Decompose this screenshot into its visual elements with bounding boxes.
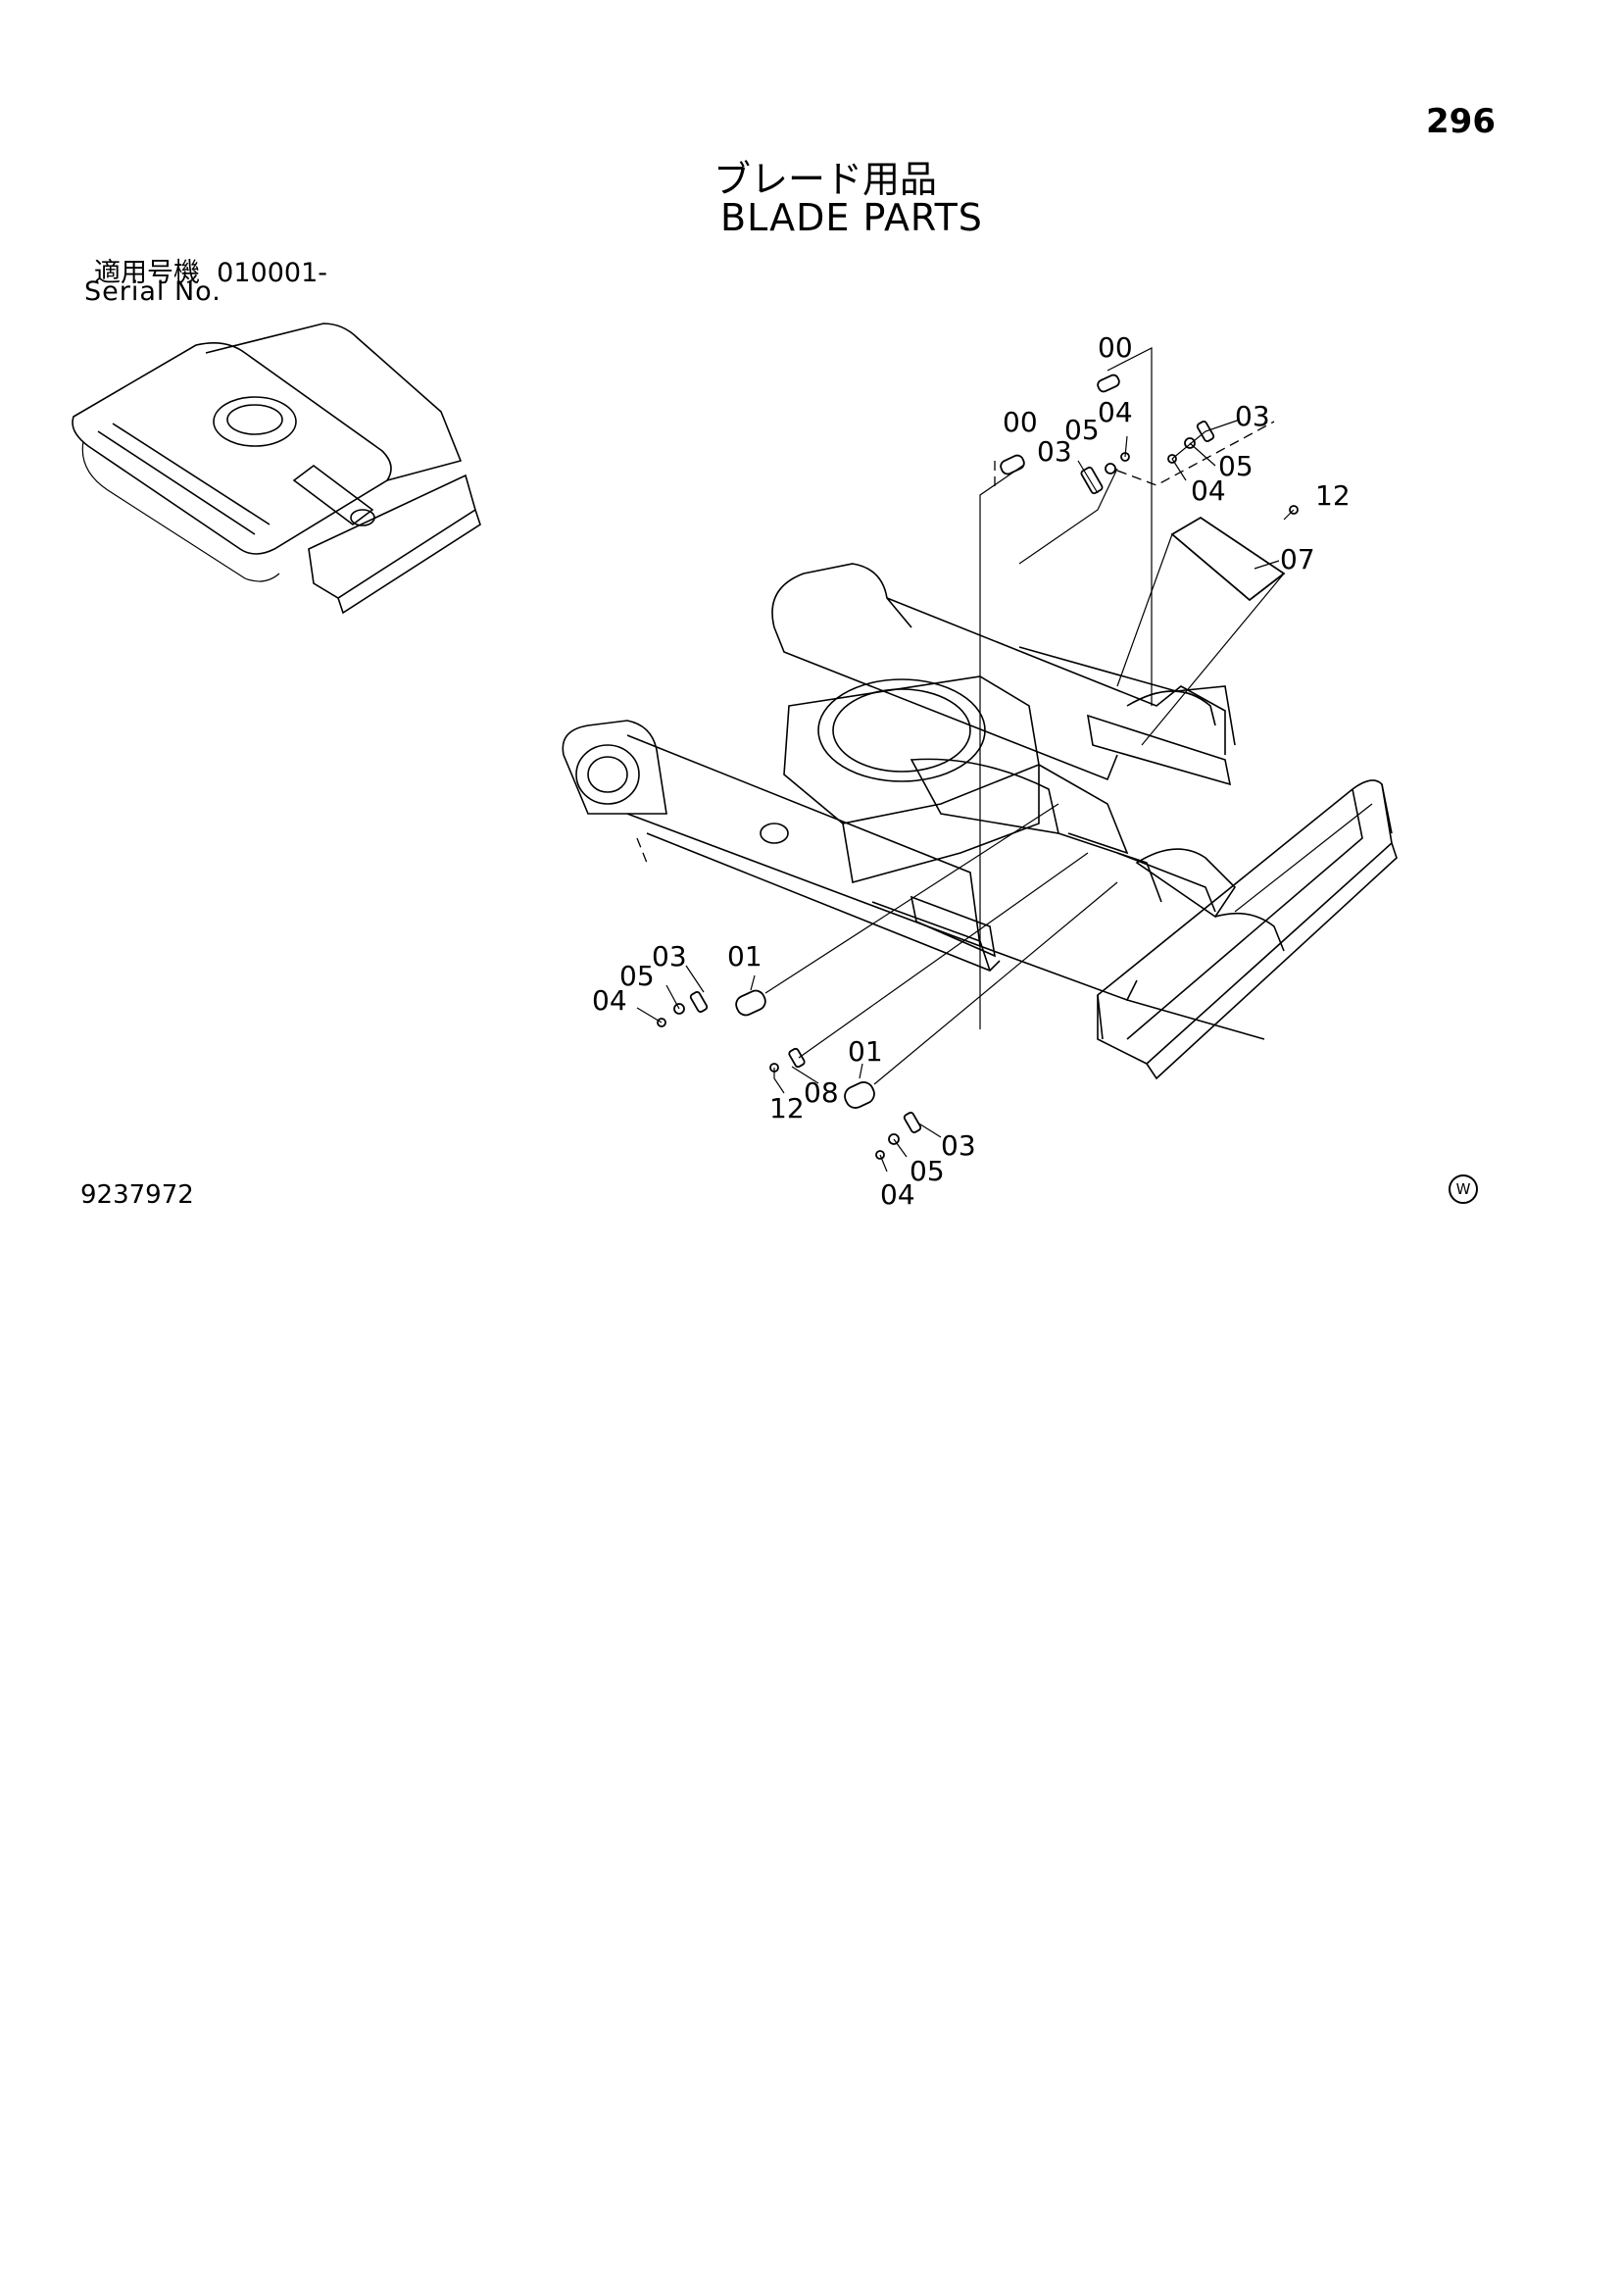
callout-03-left: 03 [652,940,687,973]
callout-12-bottom: 12 [769,1092,805,1124]
page-number: 296 [1426,102,1496,141]
callout-05-top: 05 [1064,414,1100,446]
callout-04-top: 04 [1098,396,1133,428]
corner-mark: W [1449,1174,1478,1204]
callout-00-upper: 00 [1098,331,1133,364]
callout-04-top-right: 04 [1191,474,1226,507]
callout-04-left: 04 [592,984,627,1017]
title-english: BLADE PARTS [720,196,983,239]
callout-00-lower: 00 [1003,406,1038,438]
title-japanese: ブレード用品 [713,158,938,201]
serial-value: 010001- [217,258,327,288]
leader-lines [636,347,1295,1173]
callout-04-bottom: 04 [880,1178,915,1211]
callout-03-top-right: 03 [1235,400,1270,432]
exploded-parts [657,374,1299,1160]
callout-03-bottom: 03 [941,1129,976,1162]
callout-05-top-right: 05 [1218,450,1254,482]
callout-08: 08 [804,1076,839,1109]
serial-label-jp: 適用号機 [94,258,200,288]
serial-label-japanese: 適用号機 010001- [94,251,327,289]
callouts: 00 00 04 05 03 03 05 04 12 07 03 05 04 0… [592,331,1351,1211]
drawing-number: 9237972 [80,1180,194,1210]
callout-07: 07 [1280,543,1315,575]
callout-01-right: 01 [848,1035,883,1068]
callout-05-bottom: 05 [910,1155,945,1187]
undercarriage-frame [562,563,1285,1040]
dozer-blade [1097,779,1398,1080]
overview-sketch [72,323,481,615]
callout-12-top: 12 [1315,479,1351,512]
callout-03-top-left: 03 [1037,435,1072,468]
callout-01-left: 01 [727,940,762,973]
serial-label-english: Serial No. [84,276,221,307]
callout-05-left: 05 [619,960,655,992]
